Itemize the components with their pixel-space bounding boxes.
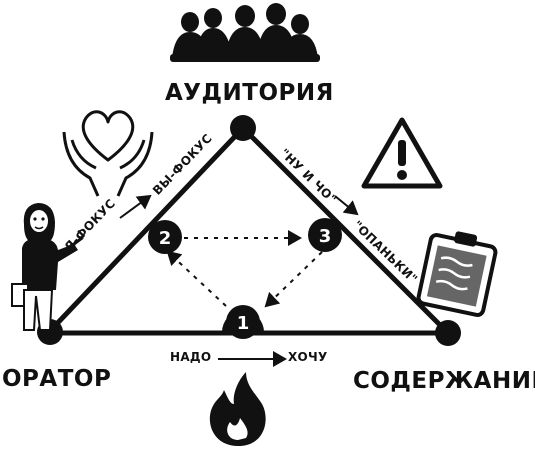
vertex-label-audience: АУДИТОРИЯ <box>165 80 334 106</box>
arrow-3-to-1 <box>264 251 323 308</box>
step-badge-1: 1 <box>222 305 264 339</box>
step-number: 1 <box>237 313 250 334</box>
audience-icon <box>170 3 320 62</box>
speaker-person-icon <box>11 203 84 331</box>
vertex-right-dot <box>435 320 461 346</box>
arrow-left-edge <box>119 194 152 219</box>
step-number: 2 <box>159 228 172 249</box>
heart-hands-icon <box>62 110 154 197</box>
vertex-label-speaker: ОРАТОР <box>2 366 112 392</box>
arrow-1-to-2 <box>166 250 227 307</box>
warning-icon <box>361 117 443 189</box>
flame-icon <box>209 372 266 446</box>
vertex-label-content: СОДЕРЖАНИЕ <box>353 368 535 394</box>
step-badge-3: 3 <box>308 218 342 252</box>
step-number: 3 <box>319 226 332 247</box>
edge-label-must: НАДО <box>170 350 212 364</box>
edge-right <box>240 125 451 336</box>
step-arrows <box>166 230 323 308</box>
step-badge-2: 2 <box>148 220 182 254</box>
arrow-right-edge <box>334 195 359 216</box>
edge-left <box>47 125 246 334</box>
clipboard-icon <box>416 231 498 317</box>
vertex-top-dot <box>230 115 256 141</box>
edge-label-want: ХОЧУ <box>288 350 328 364</box>
